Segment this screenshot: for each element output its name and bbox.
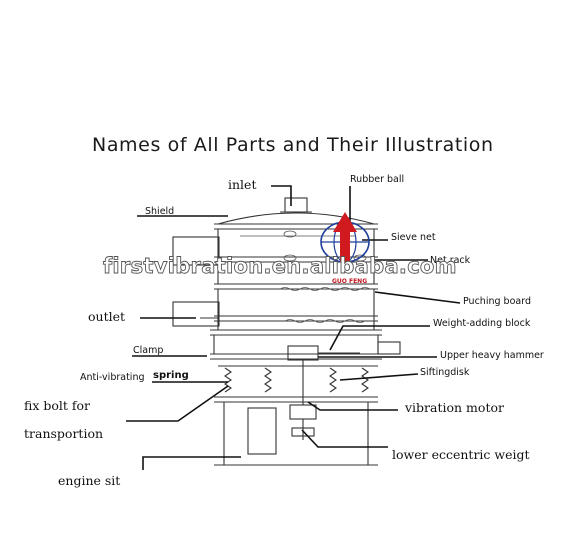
label-spring: spring — [153, 370, 189, 381]
leader-lines — [126, 185, 461, 470]
leader-vibration-motor — [307, 401, 398, 411]
part-labels: inlet Rubber ball Shield Sieve net Net r… — [24, 174, 544, 488]
label-vibration-motor: vibration motor — [404, 400, 504, 415]
label-shield: Shield — [145, 206, 174, 217]
sieve-machine-drawing — [172, 197, 401, 466]
net-racks — [214, 283, 378, 330]
diagram-title: Names of All Parts and Their Illustratio… — [92, 134, 494, 156]
inlet-spout — [280, 197, 312, 213]
label-fix-bolt-line1: fix bolt for — [24, 398, 90, 413]
anti-vibrating-springs — [218, 365, 378, 393]
upper-heavy-hammer — [287, 345, 360, 405]
label-rubber-ball: Rubber ball — [350, 174, 404, 185]
leader-engine-sit — [142, 456, 241, 470]
logo-arrow-icon — [333, 212, 357, 262]
punching-board — [214, 315, 378, 323]
label-puching-board: Puching board — [463, 296, 531, 307]
label-outlet: outlet — [88, 309, 125, 324]
label-weight-adding-block: Weight-adding block — [433, 318, 531, 329]
label-sieve-net: Sieve net — [391, 232, 436, 243]
label-net-rack: Net rack — [430, 255, 471, 266]
outlet-spout — [172, 301, 220, 327]
leader-weight-adding-block — [329, 325, 430, 351]
label-anti-vibrating: Anti-vibrating — [80, 372, 145, 383]
leader-lower-eccentric — [301, 429, 388, 448]
label-inlet: inlet — [228, 177, 256, 192]
label-fix-bolt-line2: transportion — [24, 426, 103, 441]
label-lower-eccentric: lower eccentric weigt — [392, 447, 530, 462]
leader-fix-bolt — [126, 385, 229, 422]
label-clamp: Clamp — [133, 345, 163, 356]
leader-siftingdisk — [339, 373, 419, 381]
globe-logo — [320, 212, 370, 263]
clamp-band — [210, 329, 401, 360]
label-upper-heavy-hammer: Upper heavy hammer — [440, 350, 544, 361]
label-siftingdisk: Siftingdisk — [420, 367, 470, 378]
watermark-brand: GUO FENG — [332, 278, 367, 285]
engine-base — [214, 396, 378, 466]
leader-inlet — [271, 185, 292, 206]
watermark: firstvibration.en.alibaba.com GUO FENG — [103, 212, 457, 285]
label-engine-sit: engine sit — [58, 473, 120, 488]
watermark-url: firstvibration.en.alibaba.com — [103, 254, 457, 278]
leader-puching-board — [374, 291, 461, 304]
